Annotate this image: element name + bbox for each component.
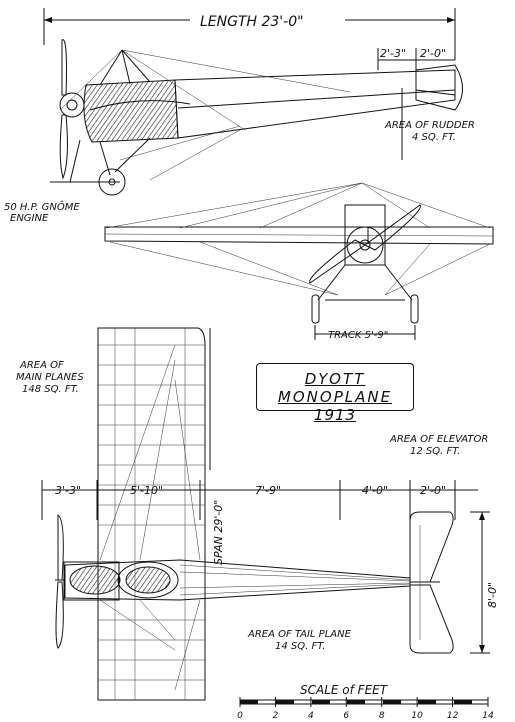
dim-5-10: 5'-10" — [130, 484, 163, 497]
length-label: LENGTH 23'-0" — [200, 14, 304, 30]
side-elevation: LENGTH 23'-0" 2'-3" 2'-0" — [4, 8, 475, 224]
dim-4-0: 4'-0" — [362, 484, 388, 497]
area-elevator-line1: AREA OF ELEVATOR — [389, 434, 488, 445]
area-tail-line1: AREA OF TAIL PLANE — [247, 629, 352, 640]
dim-2-3-top: 2'-3" — [380, 47, 406, 60]
area-main-line3: 148 SQ. FT. — [22, 384, 79, 395]
scale-tick-label: 2 — [273, 711, 279, 721]
area-rudder-line1: AREA OF RUDDER — [384, 120, 475, 131]
dim-2-0-plan: 2'-0" — [420, 484, 446, 497]
dim-3-3: 3'-3" — [55, 484, 81, 497]
scale-title: SCALE of FEET — [300, 683, 389, 697]
plan-view: 3'-3" 5'-10" 7'-9" 4'-0" 2'-0" SPAN 29'-… — [16, 327, 499, 701]
span-label: SPAN 29'-0" — [212, 500, 225, 565]
scale-bar: SCALE of FEET 0 2 4 6 8 10 12 14 — [237, 683, 494, 721]
dim-2-0-top: 2'-0" — [420, 47, 446, 60]
area-main-line2: MAIN PLANES — [16, 372, 84, 383]
scale-tick-label: 10 — [411, 711, 423, 721]
area-rudder-line2: 4 SQ. FT. — [412, 132, 456, 143]
engine-line1: 50 H.P. GNÔME — [4, 200, 80, 213]
dim-8-0: 8'-0" — [486, 582, 499, 608]
title-line2: 1913 — [313, 406, 357, 424]
scale-tick-label: 12 — [447, 711, 459, 721]
scale-ticks: 0 2 4 6 8 10 12 14 — [237, 697, 494, 721]
wing-ribs — [98, 328, 205, 700]
scale-tick-label: 6 — [343, 711, 349, 721]
scale-tick-label: 14 — [482, 711, 494, 721]
scale-tick-label: 4 — [308, 711, 314, 721]
dim-7-9: 7'-9" — [255, 484, 281, 497]
title-line1: DYOTT MONOPLANE — [277, 370, 393, 406]
scale-tick-label: 8 — [379, 711, 385, 721]
track-label: TRACK 5'-9" — [328, 330, 388, 341]
engine-line2: ENGINE — [10, 213, 49, 224]
area-tail-line2: 14 SQ. FT. — [275, 641, 325, 652]
scale-tick-label: 0 — [237, 711, 243, 721]
title-box: DYOTT MONOPLANE 1913 — [256, 363, 414, 424]
area-elevator-line2: 12 SQ. FT. — [410, 446, 460, 457]
front-elevation: TRACK 5'-9" — [104, 182, 494, 341]
area-main-line1: AREA OF — [19, 360, 64, 371]
